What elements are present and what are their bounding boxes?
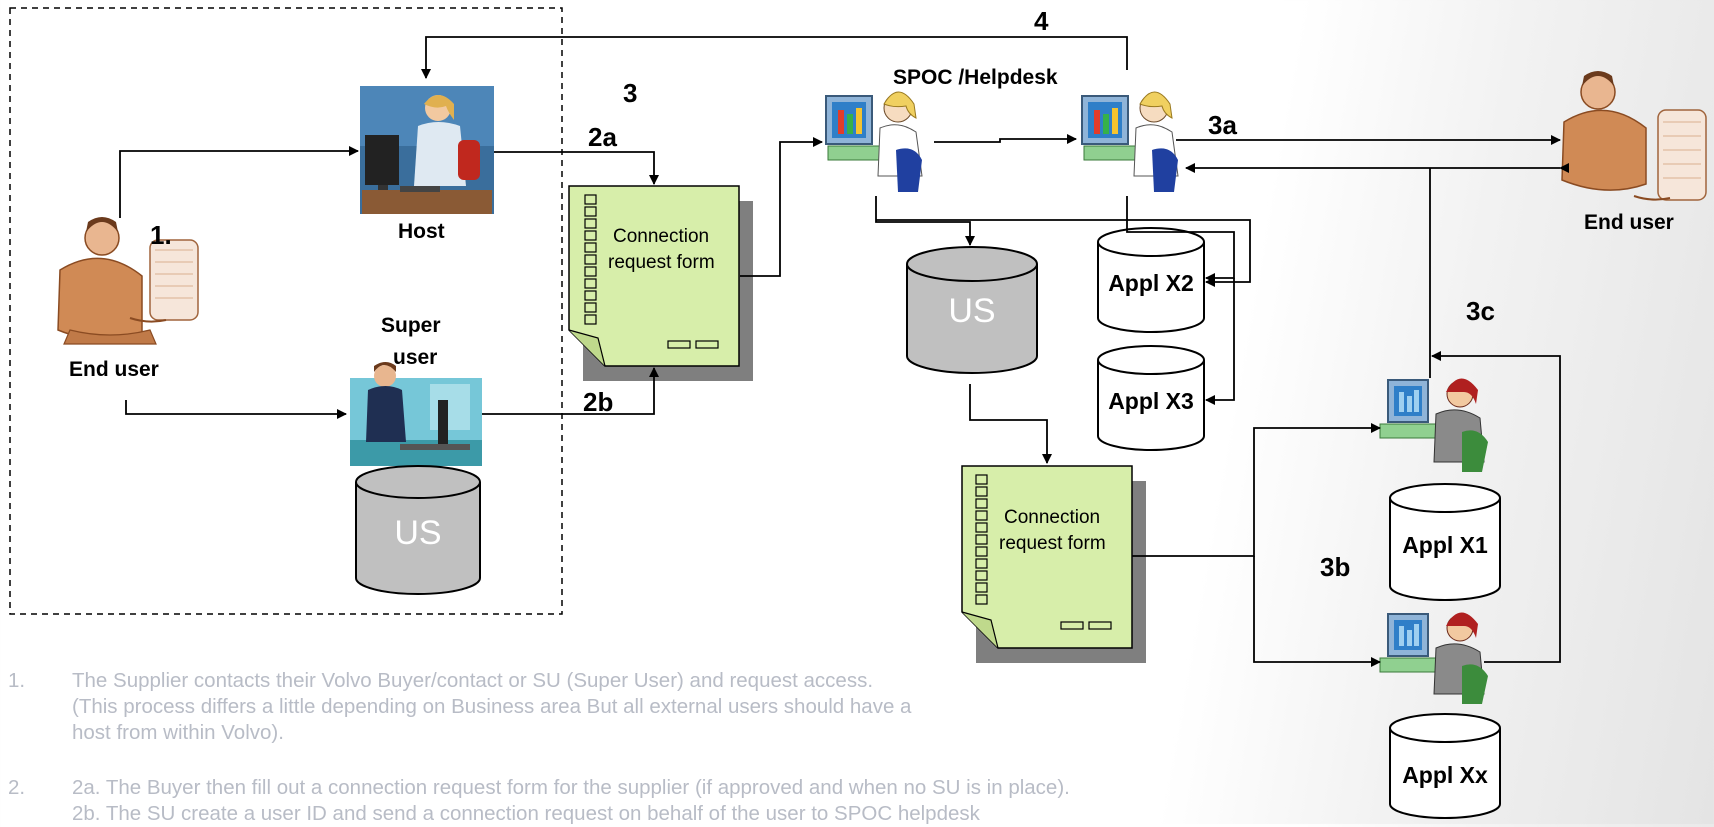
form-upper-line1: Connection [613, 226, 710, 247]
form-upper-line2: request form [608, 252, 715, 273]
host-label: Host [398, 220, 445, 243]
arrow-form-to-appl-xx [1253, 556, 1381, 667]
connection-request-form-lower [961, 465, 1146, 663]
connection-request-form-upper [568, 185, 753, 381]
arrow-spoc-to-appl-x2 [876, 219, 1251, 287]
appl-x3-label: Appl X3 [1108, 388, 1194, 414]
us-database-super-user [355, 465, 481, 595]
arrow-3c-appl-xx-to-appl-x1 [1431, 351, 1561, 663]
step-3a-label: 3a [1208, 110, 1237, 140]
step-1-label: 1. [150, 220, 172, 250]
note-2-line-1: 2a. The Buyer then fill out a connection… [72, 776, 1070, 799]
note-2-line-2: 2b. The SU create a user ID and send a c… [72, 802, 980, 825]
arrow-spoc1-to-spoc2 [934, 134, 1077, 144]
arrow-form-to-spoc [740, 137, 823, 277]
appl-x1-label: Appl X1 [1402, 532, 1488, 558]
arrow-2b-super-user-to-form [482, 367, 659, 415]
appl-xx-database [1389, 713, 1501, 819]
appl-x2-database [1097, 227, 1205, 333]
step-2b-label: 2b [583, 387, 614, 417]
arrow-4-spoc-to-host [421, 36, 1128, 79]
form-lower-line2: request form [999, 533, 1106, 554]
spoc-operator-2-icon [1081, 91, 1179, 192]
note-1-line-1: The Supplier contacts their Volvo Buyer/… [72, 669, 874, 692]
checklist-icon [584, 194, 597, 325]
arrow-end-user-to-super-user [125, 400, 347, 419]
spoc-helpdesk-label: SPOC /Helpdesk [893, 66, 1058, 89]
us-database-super-user-label: US [394, 514, 442, 552]
checklist-icon [975, 474, 988, 605]
end-user-left-label: End user [69, 358, 159, 381]
appl-x1-database [1389, 483, 1501, 601]
us-database-spoc [906, 246, 1038, 374]
step-2a-label: 2a [588, 122, 617, 152]
note-2-number: 2. [8, 776, 26, 799]
end-user-right-label: End user [1584, 211, 1674, 234]
super-user-label-line2: user [393, 346, 438, 369]
end-user-right-icon [1561, 71, 1707, 201]
arrow-2a-host-to-form [494, 151, 659, 185]
note-1-line-2: (This process differs a little depending… [72, 695, 912, 718]
arrow-spoc-to-appl-x3 [1205, 278, 1235, 405]
arrow-us-db-to-form [969, 384, 1052, 464]
step-3-label: 3 [623, 78, 638, 108]
arrow-spoc-to-us-db [875, 196, 975, 246]
spoc-operator-1-icon [825, 91, 923, 192]
volvo-boundary-box [9, 7, 563, 615]
form-lower-line1: Connection [1004, 507, 1101, 528]
appl-x2-label: Appl X2 [1108, 270, 1194, 296]
end-user-left-icon [57, 217, 199, 345]
step-3c-label: 3c [1466, 296, 1495, 326]
arrow-end-user-to-host [119, 146, 359, 218]
appl-x1-operator-icon [1379, 378, 1488, 472]
flow-arrows [119, 36, 1569, 667]
appl-x3-database [1097, 345, 1205, 451]
note-1-line-3: host from within Volvo). [72, 721, 284, 744]
step-3b-label: 3b [1320, 552, 1351, 582]
arrow-spoc-to-appl-x2-b [1126, 196, 1235, 283]
appl-xx-operator-icon [1379, 612, 1488, 704]
us-database-spoc-label: US [948, 292, 996, 330]
super-user-label-line1: Super [381, 314, 441, 337]
super-user-icon [350, 362, 482, 466]
step-4-label: 4 [1034, 6, 1049, 36]
host-icon [360, 86, 494, 214]
note-1-number: 1. [8, 669, 26, 692]
arrow-form-to-appl-x1 [1132, 423, 1381, 557]
appl-xx-label: Appl Xx [1402, 762, 1488, 788]
